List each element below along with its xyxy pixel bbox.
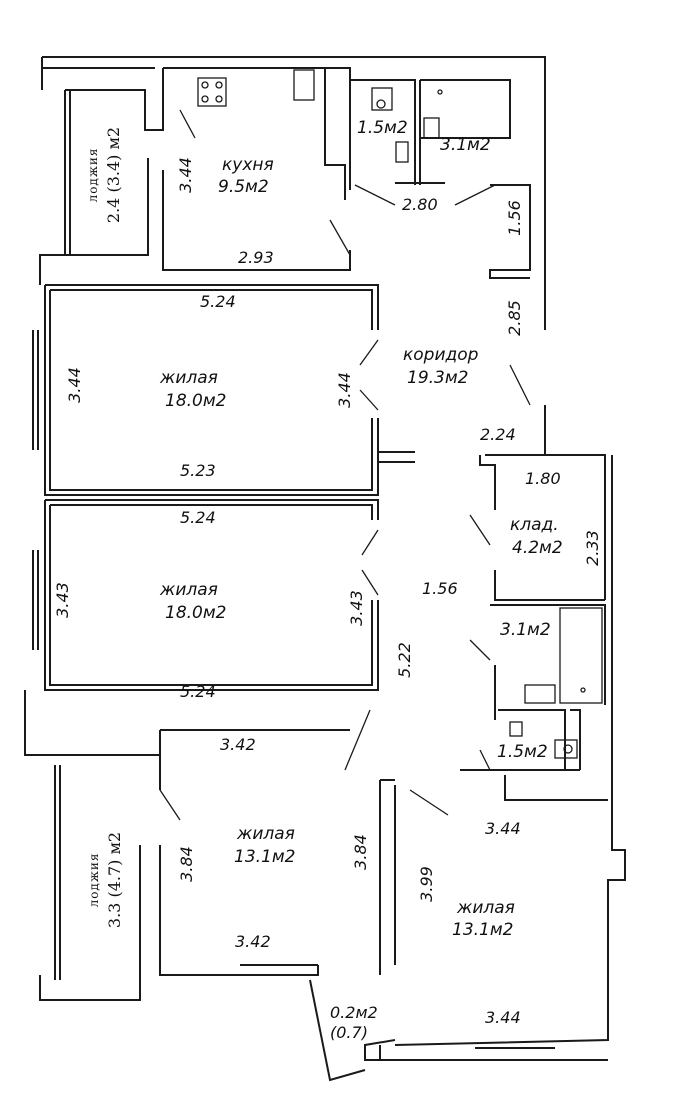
toilet-icon bbox=[371, 87, 393, 111]
stove-icon bbox=[197, 77, 227, 107]
dimension-label: 3.43 bbox=[347, 590, 366, 626]
room-area-balcony: 0.2м2 bbox=[330, 1003, 378, 1022]
dimension-label: 3.99 bbox=[417, 866, 436, 902]
dimension-label: 3.44 bbox=[335, 372, 354, 408]
dimension-label: 2.85 bbox=[505, 300, 524, 336]
dimension-label: 3.44 bbox=[176, 157, 195, 193]
room-area-corridor: 19.3м2 bbox=[407, 368, 469, 388]
dimension-label: 3.42 bbox=[235, 932, 271, 951]
washbasin-icon bbox=[524, 684, 556, 704]
dimension-label: 3.44 bbox=[485, 819, 521, 838]
room-area-wc-bottom: 1.5м2 bbox=[497, 742, 548, 762]
room-name-living-2: жилая bbox=[159, 580, 218, 600]
dimension-label: 3.84 bbox=[351, 834, 370, 870]
washbasin-icon bbox=[423, 117, 440, 139]
bathtub-icon bbox=[559, 607, 603, 704]
sink-icon bbox=[293, 69, 315, 101]
room-area-kitchen: 9.5м2 bbox=[218, 177, 269, 197]
dimension-label: 3.43 bbox=[53, 582, 72, 618]
room-area-bath-bottom: 3.1м2 bbox=[500, 620, 551, 640]
dimension-label: 2.24 bbox=[480, 425, 516, 444]
dimension-label: 1.56 bbox=[505, 200, 524, 236]
dimension-label: 2.93 bbox=[238, 248, 274, 267]
room-name-living-3: жилая bbox=[236, 824, 295, 844]
walls bbox=[24, 56, 626, 1082]
room-area-living-3: 13.1м2 bbox=[234, 847, 296, 867]
dimension-label: 3.44 bbox=[485, 1008, 521, 1027]
bathtub-icon bbox=[437, 89, 443, 95]
dimension-label: 2.33 bbox=[583, 530, 602, 566]
dimension-label: 5.24 bbox=[200, 292, 236, 311]
dimension-label: 5.24 bbox=[180, 508, 216, 527]
dimension-label: 3.84 bbox=[177, 846, 196, 882]
toilet-icon bbox=[554, 739, 578, 759]
room-name-loggia-bottom: лоджия bbox=[87, 853, 101, 908]
room-area-wc-top: 1.5м2 bbox=[357, 118, 408, 138]
room-area-balcony-total: (0.7) bbox=[330, 1023, 368, 1042]
room-name-kitchen: кухня bbox=[222, 155, 274, 175]
room-name-corridor: коридор bbox=[403, 345, 479, 365]
dimension-label: 5.24 bbox=[180, 682, 216, 701]
room-name-storage: клад. bbox=[510, 515, 559, 535]
room-name-living-1: жилая bbox=[159, 368, 218, 388]
room-name-living-4: жилая bbox=[456, 898, 515, 918]
washbasin-icon bbox=[395, 141, 409, 163]
dimension-label: 1.56 bbox=[422, 579, 458, 598]
room-area-storage: 4.2м2 bbox=[512, 538, 563, 558]
dimension-label: 2.80 bbox=[402, 195, 438, 214]
door-swings bbox=[159, 109, 531, 821]
room-name-loggia-top: лоджия bbox=[86, 148, 100, 203]
dimension-label: 3.42 bbox=[220, 735, 256, 754]
dimension-label: 1.80 bbox=[525, 469, 561, 488]
room-area-living-2: 18.0м2 bbox=[165, 603, 227, 623]
room-area-loggia-top: 2.4 (3.4) м2 bbox=[104, 127, 123, 223]
room-area-loggia-bottom: 3.3 (4.7) м2 bbox=[105, 832, 124, 928]
room-area-living-4: 13.1м2 bbox=[452, 920, 514, 940]
dimension-label: 5.23 bbox=[180, 461, 216, 480]
washbasin-icon bbox=[509, 721, 523, 737]
dimension-label: 3.44 bbox=[65, 367, 84, 403]
dimension-label: 5.22 bbox=[395, 642, 414, 678]
room-area-living-1: 18.0м2 bbox=[165, 391, 227, 411]
room-area-bath-top: 3.1м2 bbox=[440, 135, 491, 155]
